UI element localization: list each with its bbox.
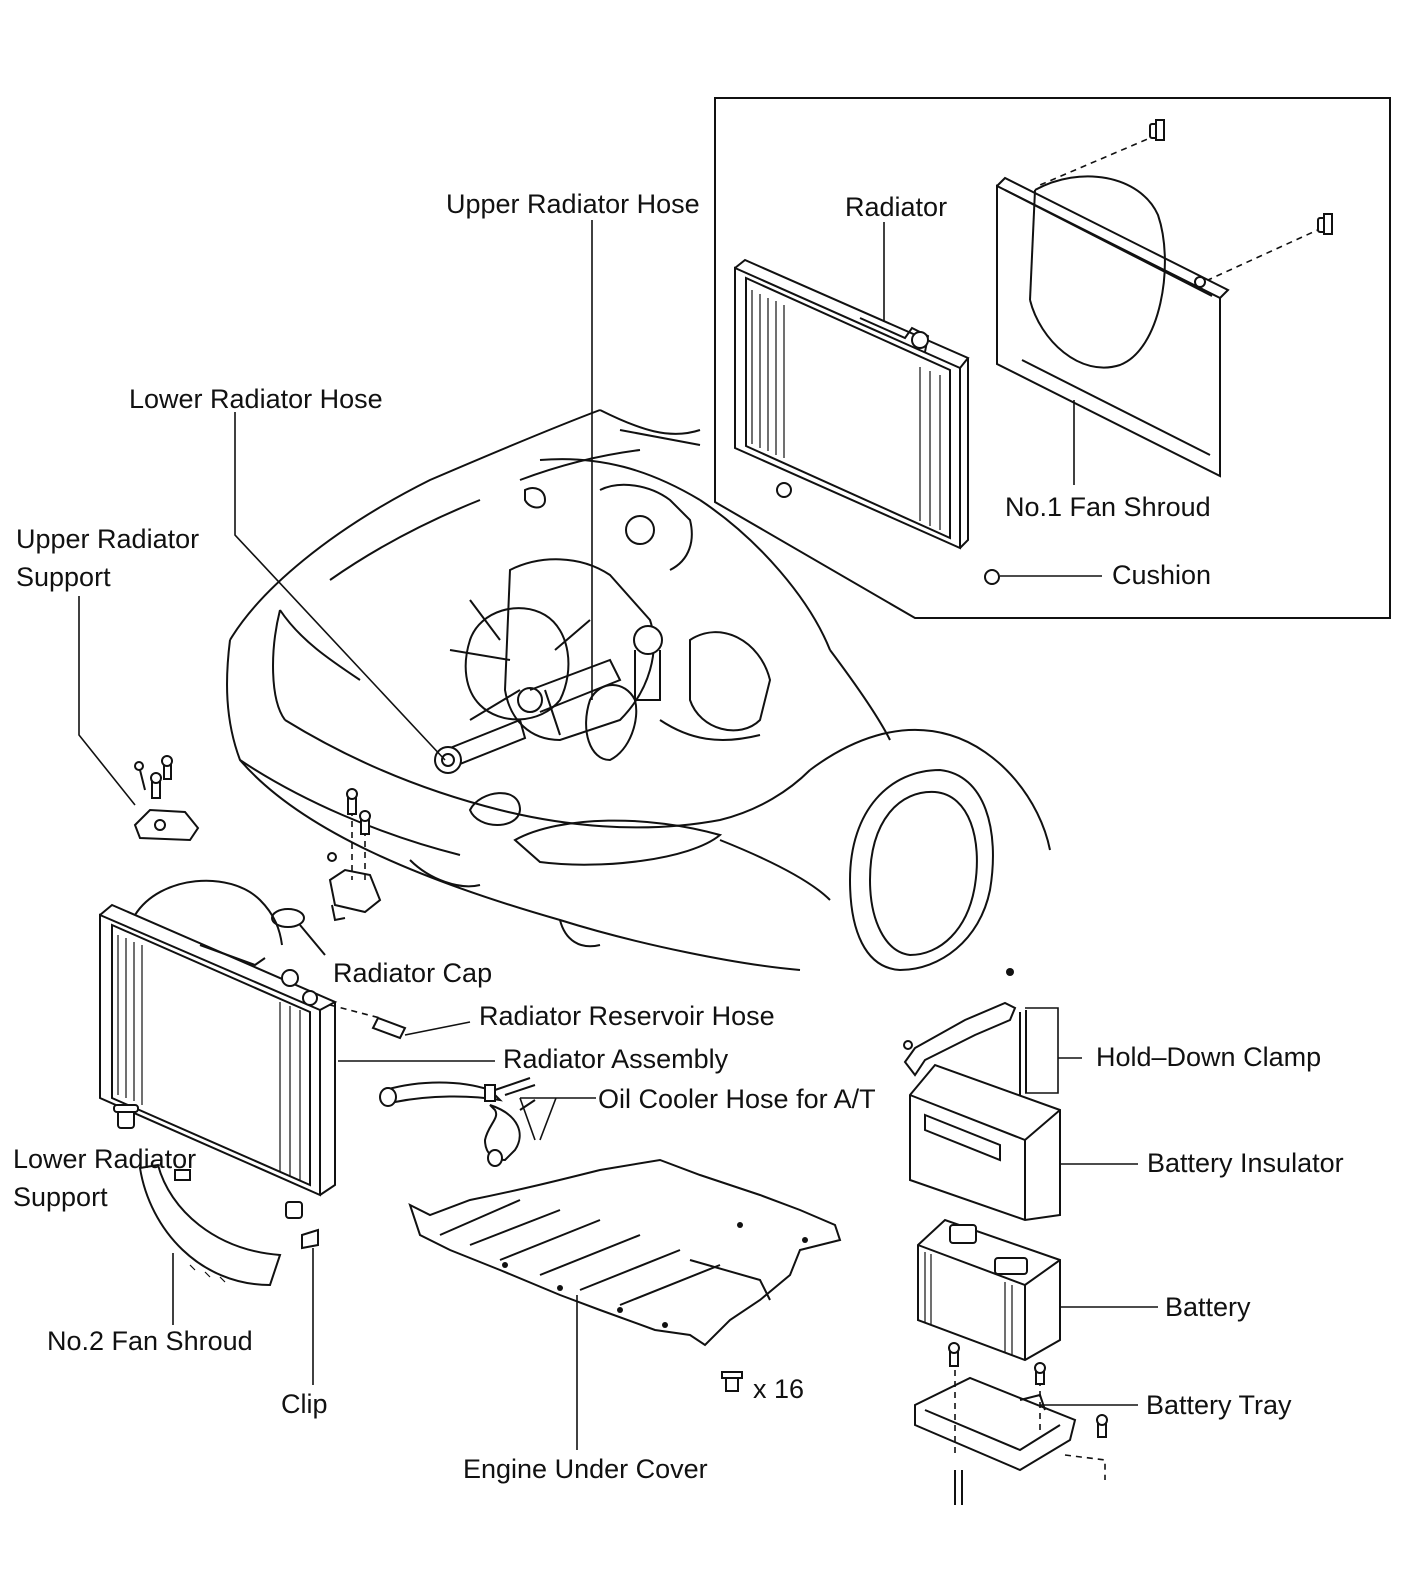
inset-radiator-drawing (734, 258, 970, 550)
callout-labels: Upper Radiator Hose Radiator Lower Radia… (13, 189, 1344, 1484)
label-no2-fan-shroud: No.2 Fan Shroud (47, 1326, 253, 1356)
battery-stack-drawing (903, 968, 1108, 1505)
label-cushion: Cushion (1112, 560, 1211, 590)
label-lower-radiator-support-2: Support (13, 1182, 108, 1212)
label-engine-under-cover: Engine Under Cover (463, 1454, 708, 1484)
inset-fan-shroud-drawing (984, 119, 1333, 585)
label-upper-radiator-support-2: Support (16, 562, 111, 592)
label-upper-radiator-hose: Upper Radiator Hose (446, 189, 700, 219)
inset-panel (714, 97, 1391, 619)
no2-fan-shroud-part (138, 1163, 282, 1287)
leader-lines (78, 220, 1158, 1450)
label-battery-tray: Battery Tray (1146, 1390, 1292, 1420)
radiator-bracket-part (327, 788, 382, 922)
label-lower-radiator-support-1: Lower Radiator (13, 1144, 196, 1174)
upper-radiator-support-part (133, 755, 200, 842)
label-radiator: Radiator (845, 192, 947, 222)
label-battery-insulator: Battery Insulator (1147, 1148, 1344, 1178)
label-clip: Clip (281, 1389, 328, 1419)
label-upper-radiator-support-1: Upper Radiator (16, 524, 199, 554)
label-battery: Battery (1165, 1292, 1251, 1322)
engine-under-cover-part (408, 1158, 842, 1392)
engine-drawing (434, 483, 772, 774)
label-screw-count: x 16 (753, 1374, 804, 1404)
label-oil-cooler-hose: Oil Cooler Hose for A/T (598, 1084, 876, 1114)
label-hold-down-clamp: Hold–Down Clamp (1096, 1042, 1321, 1072)
label-radiator-assembly: Radiator Assembly (503, 1044, 729, 1074)
car-body-drawing (226, 409, 1051, 972)
label-radiator-cap: Radiator Cap (333, 958, 492, 988)
label-lower-radiator-hose: Lower Radiator Hose (129, 384, 383, 414)
label-radiator-reservoir-hose: Radiator Reservoir Hose (479, 1001, 775, 1031)
radiator-cap-part (271, 908, 326, 956)
oil-cooler-hose-part (379, 1077, 536, 1167)
label-no1-fan-shroud: No.1 Fan Shroud (1005, 492, 1211, 522)
radiator-assembly-drawing (99, 879, 407, 1250)
